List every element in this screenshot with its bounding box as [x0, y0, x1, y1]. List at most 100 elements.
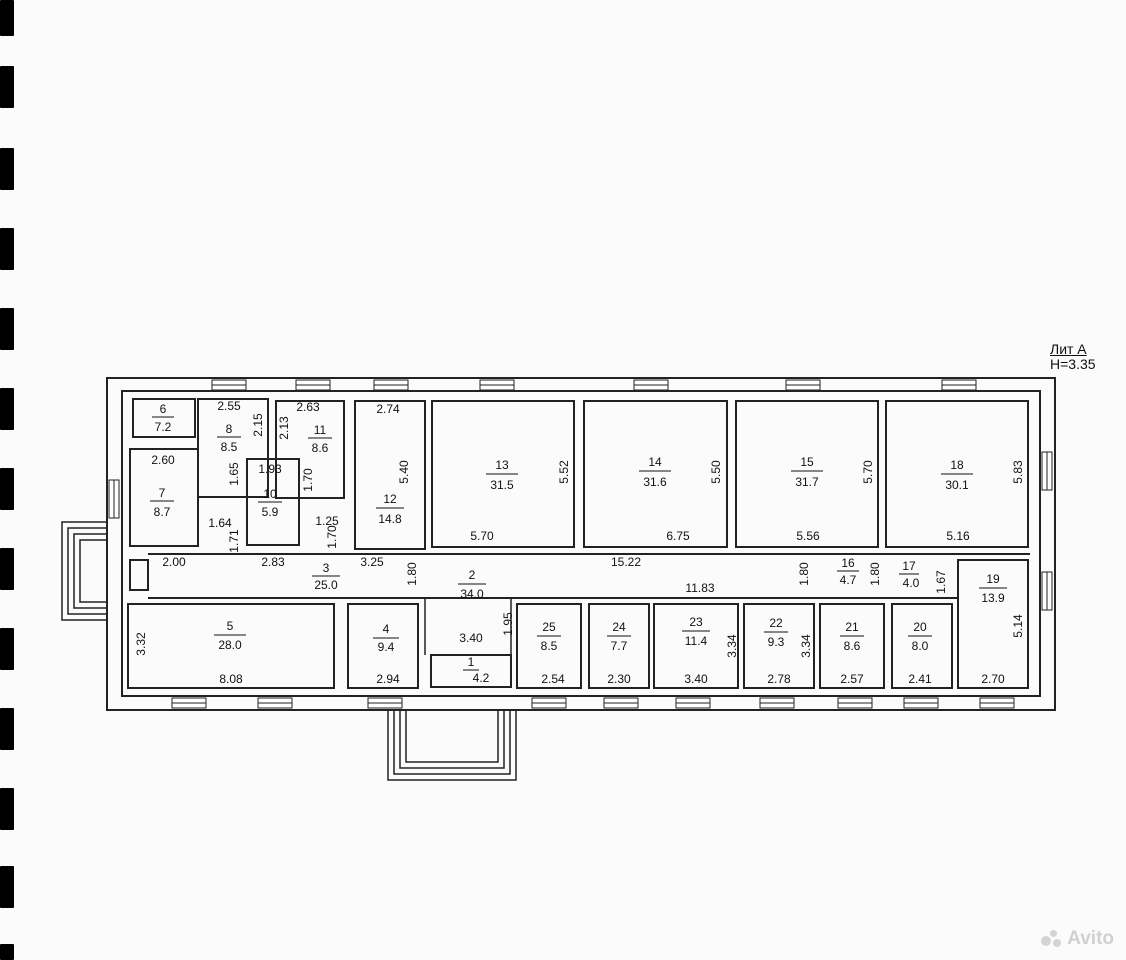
room-19-area: 13.9 — [981, 591, 1005, 605]
room-4-area: 9.4 — [378, 640, 395, 654]
room-11-number: 11 — [314, 423, 327, 437]
dim-label: 15.22 — [611, 555, 641, 569]
room-6: 67.2 — [152, 402, 174, 434]
dim-label: 1.80 — [405, 562, 419, 586]
room-17-area: 4.0 — [903, 576, 920, 590]
room-15-area: 31.7 — [795, 475, 819, 489]
window-bottom-2 — [257, 697, 293, 709]
room-10-outline — [246, 458, 300, 546]
room-5-area: 28.0 — [218, 638, 242, 652]
window-top-4 — [479, 379, 515, 391]
room-25: 258.5 — [537, 620, 561, 653]
dim-label: 2.54 — [541, 672, 565, 686]
room-6-number: 6 — [160, 402, 167, 416]
room-4-number: 4 — [383, 622, 390, 636]
dim-label: 1.95 — [501, 612, 515, 636]
window-top-6 — [785, 379, 821, 391]
room-15-outline — [735, 400, 879, 548]
room-1-number: 1 — [468, 655, 475, 669]
watermark-text: Avito — [1067, 928, 1114, 949]
room-25-number: 25 — [542, 620, 556, 634]
room-6-area: 7.2 — [155, 420, 172, 434]
room-24-number: 24 — [612, 620, 626, 634]
bottom-entrance-steps — [387, 710, 517, 781]
room-3: 325.0 — [312, 561, 340, 592]
room-11-area: 8.6 — [312, 441, 329, 455]
room-11-outline — [275, 400, 345, 499]
room-22-area: 9.3 — [768, 635, 785, 649]
window-bottom-1 — [171, 697, 207, 709]
room-16-area: 4.7 — [840, 573, 857, 587]
dim-label: 3.40 — [684, 672, 708, 686]
room-18-number: 18 — [950, 458, 964, 472]
room-4: 49.4 — [373, 622, 399, 654]
window-right-2 — [1041, 571, 1053, 611]
dim-label: 2.41 — [908, 672, 932, 686]
dim-label: 1.80 — [868, 562, 882, 586]
dim-label: 1.64 — [208, 516, 232, 530]
dim-label: 2.94 — [376, 672, 400, 686]
room-8-number: 8 — [226, 422, 233, 436]
dim-label: 1.25 — [315, 514, 339, 528]
room-6-outline — [132, 398, 196, 438]
dim-label: 5.70 — [470, 529, 494, 543]
room-20-outline — [891, 603, 953, 689]
room-21-outline — [819, 603, 885, 689]
room-13-number: 13 — [495, 458, 509, 472]
room-13-area: 31.5 — [490, 478, 514, 492]
dim-label: 3.34 — [725, 634, 739, 658]
room-15-number: 15 — [800, 455, 814, 469]
room-18-area: 30.1 — [945, 478, 969, 492]
room-18: 18 30.1 — [941, 458, 973, 492]
room-13-outline — [431, 400, 575, 548]
room-13: 13 31.5 — [486, 458, 518, 492]
dim-label: 5.56 — [796, 529, 820, 543]
window-bottom-3 — [367, 697, 403, 709]
dim-label: 11.83 — [685, 581, 714, 595]
dim-label: 1.70 — [325, 525, 339, 549]
dim-label: 2.70 — [981, 672, 1005, 686]
dim-label: 3.40 — [459, 631, 483, 645]
room-16: 164.7 — [837, 556, 859, 587]
outer-wall-inner — [121, 390, 1041, 697]
dim-label: 5.52 — [557, 460, 571, 484]
room-23-outline — [653, 603, 739, 689]
dim-label: 5.70 — [861, 460, 875, 484]
room-2-area: 34.0 — [460, 587, 484, 601]
room-8-area: 8.5 — [221, 440, 238, 454]
room-7: 78.7 — [150, 486, 174, 519]
room-8-outline — [197, 398, 269, 498]
room-15: 15 31.7 — [791, 455, 823, 489]
room-3-number: 3 — [323, 561, 330, 575]
room-10: 105.9 — [258, 487, 282, 519]
room-20: 208.0 — [908, 620, 932, 653]
room-10-area: 5.9 — [262, 505, 279, 519]
room-2: 234.0 — [458, 568, 486, 601]
room-1: 14.2 — [463, 655, 490, 685]
room-14-outline — [583, 400, 728, 548]
window-bottom-9 — [903, 697, 939, 709]
room-1-area: 4.2 — [473, 671, 490, 685]
dim-label: 2.15 — [251, 413, 265, 437]
dim-label: 2.74 — [376, 402, 400, 416]
room-23-area: 11.4 — [685, 634, 708, 648]
room-4-outline — [347, 603, 419, 689]
dim-label: 6.75 — [666, 529, 690, 543]
room-24-area: 7.7 — [611, 639, 628, 653]
room-8: 88.5 — [217, 422, 241, 454]
room-14-area: 31.6 — [643, 475, 667, 489]
room-1-outline — [430, 654, 512, 688]
room-7-number: 7 — [159, 486, 166, 500]
dim-label: 1.71 — [227, 529, 241, 553]
room-22-outline — [743, 603, 815, 689]
dim-label: 3.32 — [134, 632, 148, 656]
window-top-2 — [295, 379, 331, 391]
window-top-7 — [941, 379, 977, 391]
dim-label: 2.63 — [296, 400, 320, 414]
window-top-3 — [373, 379, 409, 391]
binding-strip — [0, 0, 14, 960]
room-5-number: 5 — [227, 619, 234, 633]
window-bottom-5 — [603, 697, 639, 709]
